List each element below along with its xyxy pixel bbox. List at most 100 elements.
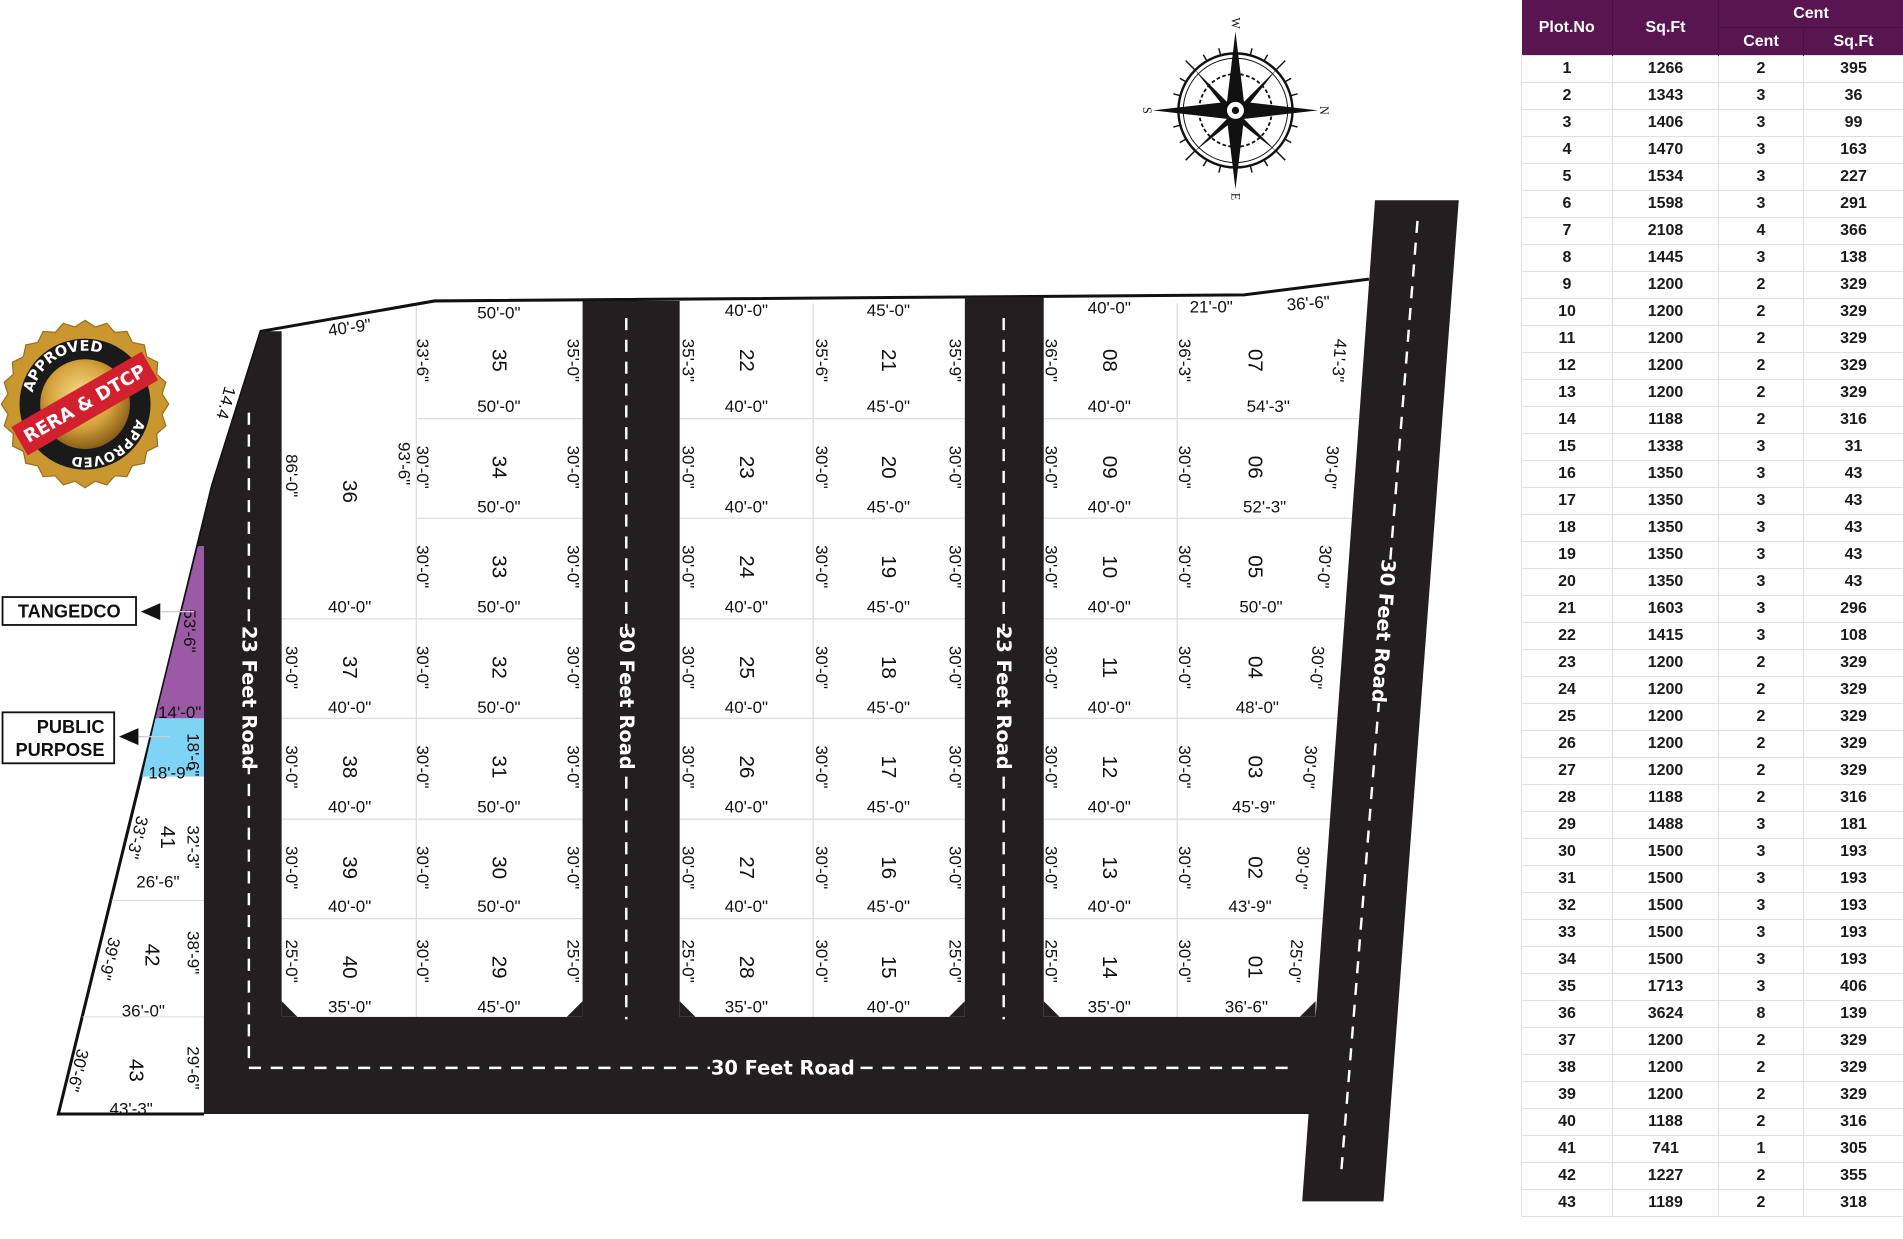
cell-sqft: 1188 — [1612, 784, 1719, 812]
dimension-label: 36'-3" — [1175, 339, 1194, 382]
cell-plot-no: 11 — [1521, 325, 1613, 353]
cell-cent-sqft: 138 — [1803, 244, 1903, 272]
cell-cent: 3 — [1718, 865, 1804, 893]
cell-plot-no: 18 — [1521, 514, 1613, 542]
dimension-label: 50'-0" — [477, 397, 520, 416]
cell-cent-sqft: 329 — [1803, 757, 1903, 785]
cell-sqft: 1200 — [1612, 676, 1719, 704]
cell-plot-no: 14 — [1521, 406, 1613, 434]
corner-chamfer — [281, 1001, 298, 1017]
dimension-label: 30'-0" — [413, 545, 432, 588]
cell-cent: 3 — [1718, 568, 1804, 596]
cell-cent-sqft: 139 — [1803, 1000, 1903, 1028]
cell-cent-sqft: 329 — [1803, 379, 1903, 407]
cell-cent: 4 — [1718, 217, 1804, 245]
cell-cent: 2 — [1718, 1108, 1804, 1136]
dimension-label: 48'-0" — [1236, 698, 1279, 717]
cell-sqft: 1598 — [1612, 190, 1719, 218]
cell-sqft: 1200 — [1612, 1054, 1719, 1082]
cell-plot-no: 39 — [1521, 1081, 1613, 1109]
cell-cent-sqft: 316 — [1803, 784, 1903, 812]
tangedco-zone — [155, 546, 204, 719]
cell-sqft: 1534 — [1612, 163, 1719, 191]
dimension-label: 50'-0" — [477, 897, 520, 916]
cell-cent: 2 — [1718, 1027, 1804, 1055]
cell-plot-no: 40 — [1521, 1108, 1613, 1136]
cell-cent-sqft: 316 — [1803, 1108, 1903, 1136]
cell-plot-no: 37 — [1521, 1027, 1613, 1055]
cell-plot-no: 29 — [1521, 811, 1613, 839]
cell-cent: 3 — [1718, 811, 1804, 839]
dimension-label: 30'-0" — [563, 545, 582, 588]
cell-sqft: 741 — [1612, 1135, 1719, 1163]
dimension-label: 50'-0" — [477, 304, 520, 323]
dimension-label: 30'-0" — [1175, 646, 1194, 689]
dimension-label: 30'-0" — [563, 745, 582, 788]
road-label-left: 23 Feet Road — [237, 626, 260, 770]
cell-cent: 3 — [1718, 460, 1804, 488]
compass-north: N — [1317, 106, 1331, 115]
dimension-label: 18'-9" — [148, 764, 191, 783]
cell-plot-no: 30 — [1521, 838, 1613, 866]
dimension-label: 30'-0" — [1175, 446, 1194, 489]
cell-sqft: 1200 — [1612, 298, 1719, 326]
cell-cent-sqft: 193 — [1803, 838, 1903, 866]
cell-cent: 2 — [1718, 1189, 1804, 1217]
cell-plot-no: 26 — [1521, 730, 1613, 758]
dimension-label: 45'-0" — [867, 897, 910, 916]
plot-number: 02 — [1243, 856, 1266, 879]
dimension-label: 35'-0" — [1088, 998, 1131, 1017]
plot-number: 42 — [140, 944, 163, 967]
compass-south: S — [1140, 107, 1154, 114]
dimension-label: 38'-9" — [184, 931, 203, 974]
dimension-label: 30'-0" — [946, 745, 965, 788]
dimension-label: 30'-0" — [679, 646, 698, 689]
cell-cent: 3 — [1718, 163, 1804, 191]
dimension-label: 45'-0" — [867, 397, 910, 416]
cell-cent-sqft: 43 — [1803, 487, 1903, 515]
dimension-label: 25'-0" — [282, 939, 301, 982]
dimension-label: 45'-0" — [867, 498, 910, 517]
dimension-label: 25'-0" — [563, 939, 582, 982]
dimension-label: 30'-0" — [679, 745, 698, 788]
plot-number: 38 — [338, 755, 361, 778]
cell-sqft: 1713 — [1612, 973, 1719, 1001]
dimension-label: 30'-0" — [812, 646, 831, 689]
cell-plot-no: 6 — [1521, 190, 1613, 218]
cell-plot-no: 31 — [1521, 865, 1613, 893]
cell-cent-sqft: 227 — [1803, 163, 1903, 191]
plot-number: 10 — [1098, 555, 1121, 578]
cell-cent-sqft: 193 — [1803, 892, 1903, 920]
dimension-label: 40'-0" — [725, 498, 768, 517]
cell-plot-no: 33 — [1521, 919, 1613, 947]
dimension-label: 30'-0" — [1299, 745, 1321, 789]
cell-cent-sqft: 99 — [1803, 109, 1903, 137]
cell-sqft: 1200 — [1612, 325, 1719, 353]
dimension-label: 30'-0" — [1175, 939, 1194, 982]
compass-west: W — [1228, 17, 1242, 29]
cell-sqft: 2108 — [1612, 217, 1719, 245]
dimension-label: 40'-0" — [1088, 397, 1131, 416]
cell-sqft: 1350 — [1612, 541, 1719, 569]
cell-cent: 3 — [1718, 136, 1804, 164]
cell-sqft: 1445 — [1612, 244, 1719, 272]
road-label-bottom: 30 Feet Road — [711, 1056, 855, 1079]
dimension-label: 30'-0" — [812, 745, 831, 788]
cell-sqft: 1350 — [1612, 487, 1719, 515]
cell-plot-no: 1 — [1521, 55, 1613, 83]
cell-plot-no: 17 — [1521, 487, 1613, 515]
cell-cent: 2 — [1718, 298, 1804, 326]
cell-plot-no: 35 — [1521, 973, 1613, 1001]
dimension-label: 30'-0" — [1042, 646, 1061, 689]
dimension-label: 40'-0" — [1088, 597, 1131, 616]
